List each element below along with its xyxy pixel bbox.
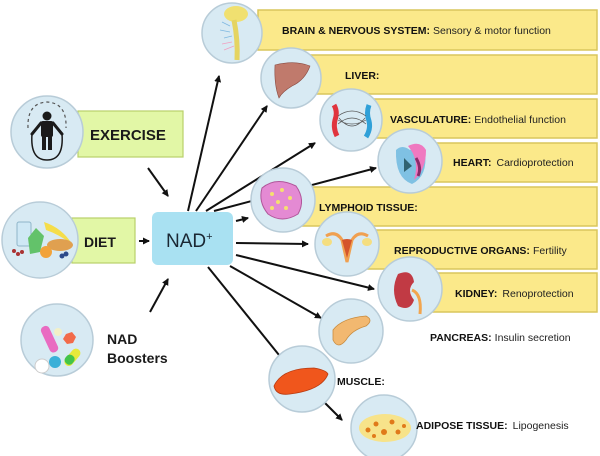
label-pancreas: PANCREAS:Insulin secretion [430, 332, 571, 344]
diet-circle [1, 201, 79, 279]
arrow-nad-to-brain [187, 75, 222, 212]
brain-circle [201, 2, 263, 64]
liver-icon [274, 62, 311, 99]
nad-text: NAD [166, 231, 206, 252]
boosters-circle [20, 303, 94, 377]
arrows [139, 75, 377, 421]
bar-heart [419, 142, 598, 183]
vasculature-circle [319, 88, 383, 152]
bar-vasculature [357, 98, 598, 139]
label-lymphoid: LYMPHOID TISSUE: [319, 202, 418, 214]
organ-name: REPRODUCTIVE ORGANS: [394, 245, 530, 257]
fat-cells-icon [359, 414, 411, 442]
label-brain: BRAIN & NERVOUS SYSTEM:Sensory & motor f… [282, 25, 551, 37]
lymphoid-circle [250, 167, 316, 233]
boosters-label-line1: NAD [107, 331, 137, 347]
organ-function: Fertility [533, 245, 568, 257]
muscle-circle [268, 345, 336, 413]
organ-function: Renoprotection [502, 288, 573, 300]
bar-kidney [427, 272, 598, 313]
arrow-muscle-to-adipose [324, 402, 343, 421]
organ-name: BRAIN & NERVOUS SYSTEM: [282, 25, 430, 37]
organ-name: ADIPOSE TISSUE: [416, 420, 508, 432]
pancreas-icon [332, 315, 371, 346]
organ-name: PANCREAS: [430, 332, 492, 344]
label-vasculature: VASCULATURE:Endothelial function [390, 114, 566, 126]
arrow-nad-to-kidney [235, 254, 375, 291]
organ-bars [257, 9, 598, 313]
liver-circle [260, 47, 322, 109]
diet-label: DIET [84, 234, 116, 250]
arrow-boosters-to-nad [149, 278, 169, 313]
organ-function: Cardioprotection [497, 157, 574, 169]
label-adipose: ADIPOSE TISSUE: Lipogenesis [416, 420, 569, 432]
blood-vessels-icon [331, 103, 373, 139]
kidney-icon [394, 272, 422, 315]
arrow-exercise-to-nad [147, 167, 169, 197]
arrow-nad-to-liver [195, 105, 268, 212]
uterus-icon [322, 232, 372, 263]
boosters-label-line2: Boosters [107, 350, 168, 366]
kidney-circle [377, 256, 443, 322]
arrow-nad-to-muscle [207, 266, 280, 356]
reproductive-circle [314, 211, 380, 277]
organ-function: Endothelial function [474, 114, 566, 126]
food-icon [12, 221, 73, 259]
organ-name: HEART: [453, 157, 492, 169]
bar-brain [257, 9, 598, 51]
bar-liver [297, 54, 598, 95]
exercise-circle [10, 95, 84, 169]
organ-function: Lipogenesis [513, 420, 569, 432]
pills-icon [34, 325, 81, 374]
adipose-circle [350, 394, 418, 456]
nad-label: NAD+ [166, 231, 213, 252]
label-heart: HEART: Cardioprotection [453, 157, 574, 169]
arrow-nad-to-reproductive [235, 240, 309, 248]
nad-box [152, 212, 233, 265]
organ-name: LYMPHOID TISSUE: [319, 202, 418, 214]
label-kidney: KIDNEY: Renoprotection [455, 288, 574, 300]
organ-name: KIDNEY: [455, 288, 497, 300]
label-liver: LIVER: [345, 70, 379, 82]
heart-icon [395, 143, 426, 184]
organ-function: Insulin secretion [495, 332, 571, 344]
arrow-nad-to-lymphoid [235, 216, 249, 223]
brain-spinal-cord-icon [219, 6, 248, 61]
label-muscle: MUSCLE: [337, 376, 385, 388]
pancreas-circle [318, 298, 384, 364]
nad-superscript: + [206, 231, 212, 243]
organ-function: Sensory & motor function [433, 25, 551, 37]
organ-name: MUSCLE: [337, 376, 385, 388]
muscle-icon [273, 367, 329, 395]
arrow-nad-to-pancreas [229, 265, 322, 319]
organ-name: LIVER: [345, 70, 379, 82]
exercise-label: EXERCISE [90, 127, 166, 144]
circles [1, 2, 443, 456]
heart-circle [377, 128, 443, 194]
organ-name: VASCULATURE: [390, 114, 471, 126]
label-reproductive: REPRODUCTIVE ORGANS:Fertility [394, 245, 568, 257]
jump-rope-person-icon [27, 101, 67, 161]
lymph-node-icon [260, 181, 302, 220]
